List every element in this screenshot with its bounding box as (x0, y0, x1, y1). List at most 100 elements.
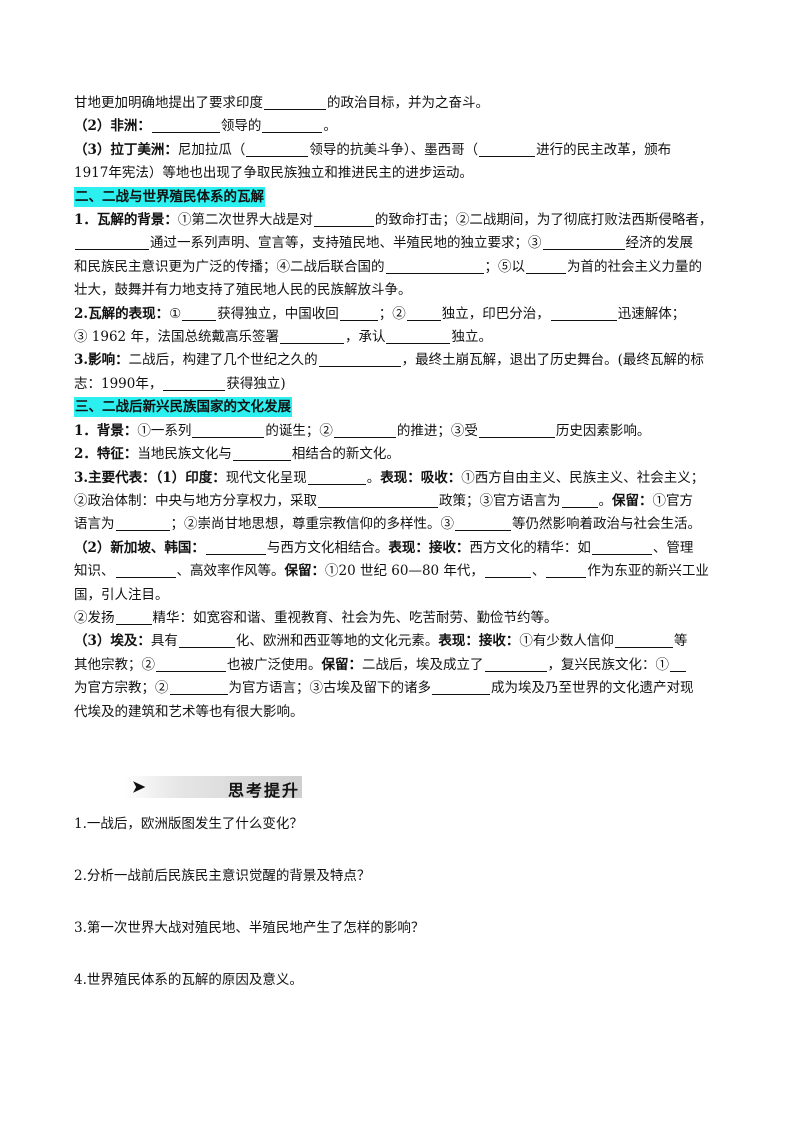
fill-blank[interactable] (484, 562, 531, 579)
text-line: 代埃及的建筑和艺术等也有很大影响。 (74, 701, 734, 724)
label: 保留： (284, 563, 326, 580)
text-line: 3.影响：二战后，构建了几个世纪之久的，最终土崩瓦解，退出了历史舞台。(最终瓦解… (74, 349, 734, 372)
label: 1．瓦解的背景： (74, 212, 178, 229)
text: 和民族民主意识更为广泛的传播；④二战后联合国的 (74, 258, 385, 275)
text: ；② (378, 305, 406, 322)
text: ；②崇尚甘地思想，尊重宗教信仰的多样性。③ (170, 516, 455, 533)
text: ①西方自由主义、民族主义、社会主义； (461, 469, 705, 486)
text-line: 3.主要代表：（1）印度：现代文化呈现 。表现：吸收：①西方自由主义、民族主义、社… (74, 467, 734, 490)
label: 保留： (612, 492, 653, 509)
fill-blank[interactable] (455, 515, 511, 532)
fill-blank[interactable] (75, 234, 149, 251)
text: 。 (366, 469, 381, 486)
fill-blank[interactable] (178, 632, 235, 649)
label: （2）新加坡、韩国： (74, 539, 205, 556)
fill-blank[interactable] (115, 515, 170, 532)
fill-blank[interactable] (614, 632, 673, 649)
text: 二战后，构建了几个世纪之久的 (128, 352, 318, 369)
fill-blank[interactable] (318, 351, 401, 368)
text: ②政治体制：中央与地方分享权力，采取 (74, 492, 317, 509)
fill-blank[interactable] (385, 258, 484, 274)
fill-blank[interactable] (232, 445, 291, 462)
section-heading-3: 三、二战后新兴民族国家的文化发展 (74, 396, 734, 419)
text-line: （2）非洲：领导的。 (74, 115, 734, 138)
fill-blank[interactable] (151, 117, 220, 134)
fill-blank[interactable] (264, 94, 326, 110)
question-4: 4.世界殖民体系的瓦解的原因及意义。 (74, 972, 303, 988)
fill-blank[interactable] (115, 562, 176, 579)
text: 现代文化呈现 (225, 469, 307, 486)
think-title: 思考提升 (228, 781, 301, 800)
question-3: 3.第一次世界大战对殖民地、半殖民地产生了怎样的影响？ (74, 920, 425, 936)
text: ①官方 (652, 492, 694, 509)
text: 。 (598, 492, 613, 509)
text: 政策；③官方语言为 (439, 492, 561, 509)
fill-blank[interactable] (432, 679, 490, 696)
label: 3.影响： (74, 352, 129, 369)
text: ②发扬 (74, 609, 115, 626)
text: 国，引人注目。 (74, 586, 169, 603)
text-line: （3）拉丁美洲：尼加拉瓜（领导的抗美斗争）、墨西哥（进行的民主改革，颁布 (74, 139, 734, 162)
fill-blank[interactable] (279, 328, 344, 345)
text: 领导的 (220, 118, 262, 135)
fill-blank[interactable] (307, 469, 366, 485)
text: 甘地更加明确地提出了要求印度 (74, 95, 263, 111)
text-line: 和民族民主意识更为广泛的传播；④二战后联合国的；⑤以为首的社会主义力量的 (74, 256, 734, 279)
text-line: （2）新加坡、韩国：与西方文化相结合。表现：接收：西方文化的精华：如、管理 (74, 537, 734, 560)
text: 等 (673, 633, 688, 650)
worksheet-body: 甘地更加明确地提出了要求印度的政治目标，并为之奋斗。 （2）非洲：领导的。 （3… (74, 92, 734, 724)
fill-blank[interactable] (163, 375, 226, 391)
text-line: 1917年宪法）等地也出现了争取民族独立和推进民主的进步运动。 (74, 162, 734, 185)
text: 独立。 (451, 329, 492, 346)
text-line: ②政治体制：中央与地方分享权力，采取 政策；③官方语言为 。保留：①官方 (74, 490, 734, 513)
text: 相结合的新文化。 (291, 446, 400, 463)
label: 3.主要代表：（1）印度： (74, 469, 226, 486)
fill-blank[interactable] (542, 234, 625, 251)
fill-blank[interactable] (479, 141, 536, 157)
fill-blank[interactable] (386, 328, 451, 345)
text: 二战后，埃及成立了 (362, 656, 484, 673)
fill-blank[interactable] (339, 305, 378, 321)
fill-blank[interactable] (318, 492, 438, 508)
fill-blank[interactable] (484, 656, 547, 672)
label: 1．背景： (74, 422, 138, 439)
fill-blank[interactable] (550, 305, 617, 321)
fill-blank[interactable] (591, 539, 652, 555)
fill-blank[interactable] (478, 422, 555, 438)
fill-blank[interactable] (182, 305, 217, 321)
text-line: 知识、、高效率作风等。保留：①20 世纪 60—80 年代，、作为东亚的新兴工业 (74, 560, 734, 583)
fill-blank[interactable] (246, 141, 309, 157)
text: ③ 1962 年，法国总统戴高乐签署 (74, 329, 279, 346)
text: 经济的发展 (625, 235, 694, 252)
fill-blank[interactable] (313, 211, 374, 228)
text: 的推进；③受 (396, 422, 478, 439)
fill-blank[interactable] (670, 656, 686, 672)
fill-blank[interactable] (526, 258, 566, 274)
text: 志：1990年， (74, 375, 163, 392)
text-line: ③ 1962 年，法国总统戴高乐签署，承认独立。 (74, 326, 734, 349)
fill-blank[interactable] (192, 422, 265, 438)
text: 化、欧洲和西亚等地的文化元素。 (235, 633, 439, 650)
label: 表现：吸收： (380, 469, 462, 486)
fill-blank[interactable] (156, 656, 226, 672)
text-line: 壮大，鼓舞并有力地支持了殖民地人民的民族解放斗争。 (74, 279, 734, 302)
fill-blank[interactable] (546, 562, 587, 579)
text: 、 (531, 563, 546, 580)
fill-blank[interactable] (561, 492, 598, 508)
label: （3）拉丁美洲： (74, 141, 178, 158)
fill-blank[interactable] (205, 539, 266, 555)
section-heading-2: 二、二战与世界殖民体系的瓦解 (74, 186, 734, 209)
text: 尼加拉瓜（ (177, 141, 246, 158)
text: 的致命打击；②二战期间，为了彻底打败法西斯侵略者， (374, 212, 713, 229)
text-line: 国，引人注目。 (74, 584, 734, 607)
fill-blank[interactable] (333, 422, 396, 438)
fill-blank[interactable] (115, 609, 152, 625)
fill-blank[interactable] (262, 117, 323, 134)
text: 独立，印巴分治， (441, 305, 550, 322)
text: 成为埃及乃至世界的文化遗产对现 (491, 680, 694, 697)
fill-blank[interactable] (406, 305, 441, 321)
fill-blank[interactable] (169, 679, 228, 696)
